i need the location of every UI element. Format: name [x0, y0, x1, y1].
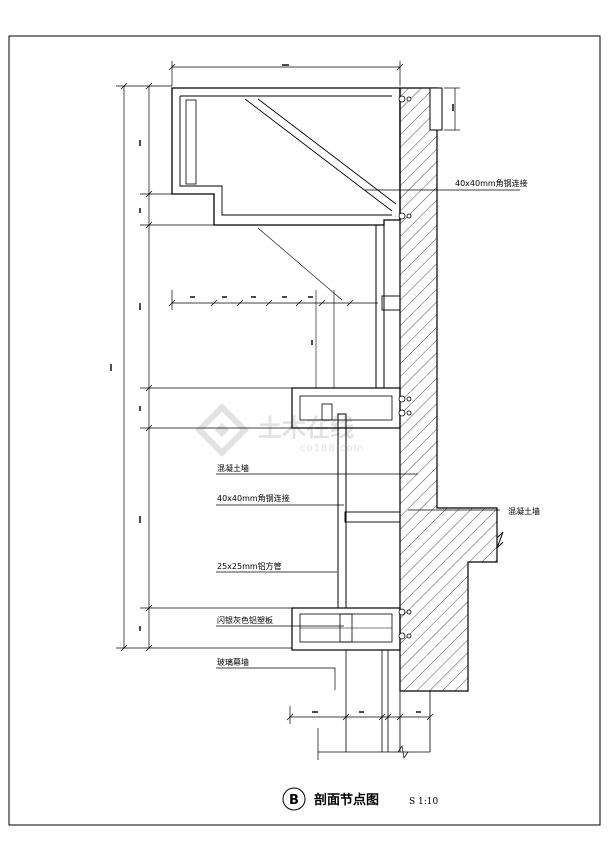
leader-lines [216, 189, 520, 690]
callout-aluminum-tube: 25x25mm铝方管 [217, 561, 282, 571]
callout-angle-steel-mid: 40x40mm角钢连接 [217, 493, 290, 503]
callout-angle-steel-top: 40x40mm角钢连接 [455, 178, 528, 188]
sheet-border [8, 35, 601, 826]
watermark-logo-icon [195, 403, 249, 457]
detail-marker-letter: B [289, 793, 299, 808]
left-dimension-chain [110, 82, 292, 652]
concrete-wall [399, 87, 498, 692]
callout-glass-curtain-wall: 玻璃幕墙 [217, 657, 249, 667]
wall-cap [429, 87, 443, 131]
top-dimension [168, 61, 404, 86]
glass-curtain-wall [345, 650, 431, 752]
drawing-scale: S 1:10 [409, 797, 439, 807]
bottom-dimension [286, 706, 434, 760]
callout-concrete-wall-left: 混凝土墙 [217, 463, 249, 473]
callout-aluminum-panel: 闪银灰色铝塑板 [217, 615, 273, 625]
title-block: B 剖面节点图 S 1:10 [282, 787, 439, 811]
vertical-frame [291, 224, 401, 651]
drawing-title: 剖面节点图 [314, 792, 379, 808]
detail-marker-circle [282, 787, 306, 811]
right-top-dimension [444, 87, 460, 131]
anchor-bolts [398, 95, 412, 640]
middle-dimension [168, 290, 378, 345]
wall-break-symbol [496, 531, 504, 549]
watermark-subtext: co188.com [300, 443, 364, 454]
callout-concrete-wall-right: 混凝土墙 [508, 506, 540, 516]
